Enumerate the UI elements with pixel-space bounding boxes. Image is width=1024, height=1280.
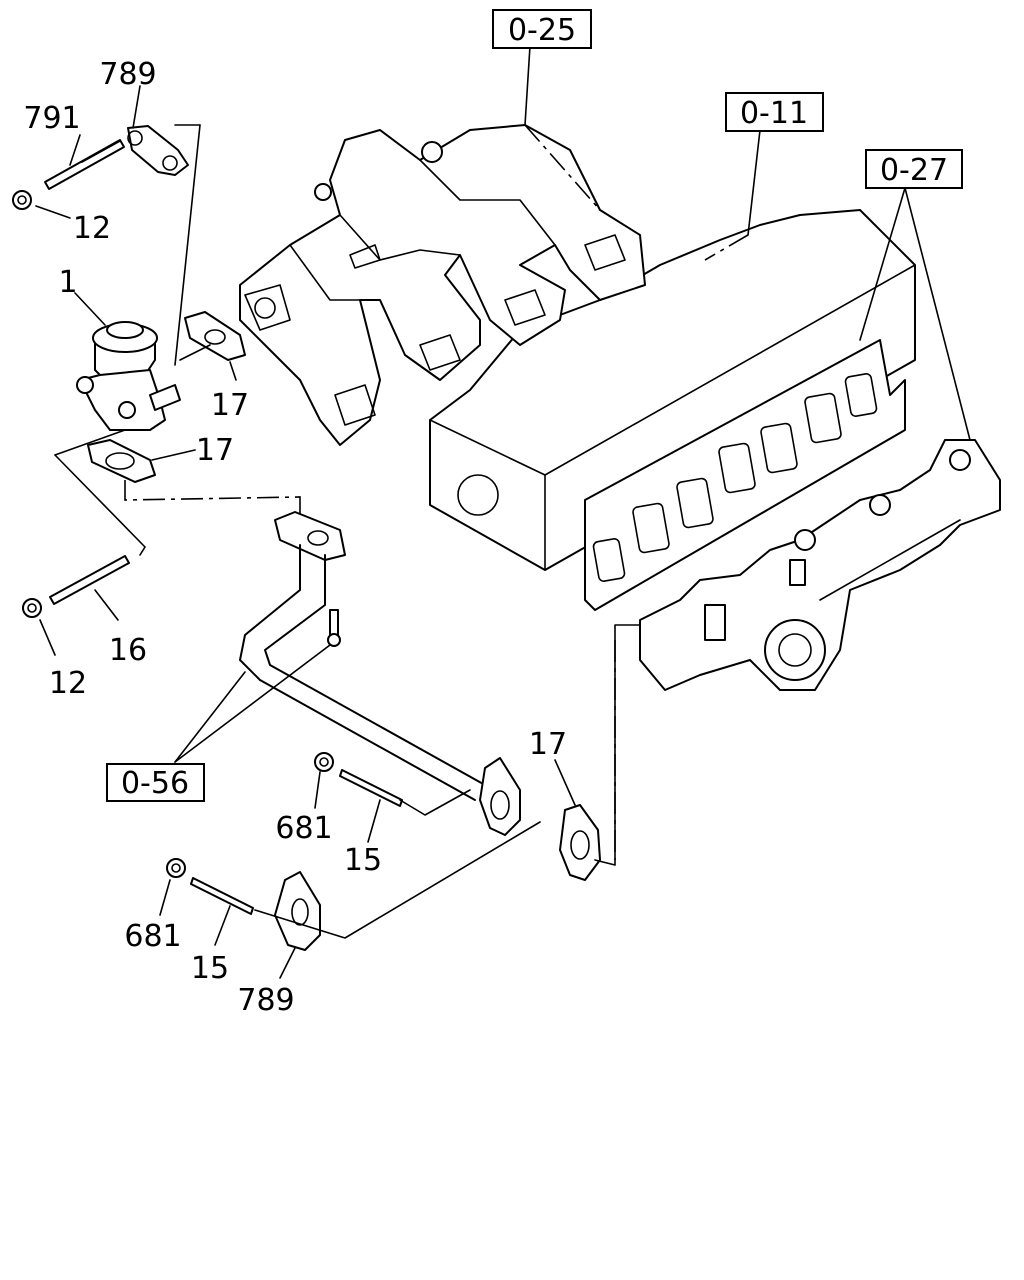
label-15-a: 15 (344, 843, 382, 878)
label-12-bottom: 12 (49, 666, 87, 701)
ref-0-25: 0-25 (492, 9, 592, 49)
ref-0-11: 0-11 (725, 92, 824, 132)
label-789-top: 789 (99, 57, 156, 92)
gasket-17-b (87, 439, 156, 483)
intake-manifold (239, 124, 646, 446)
gasket-17-c (559, 804, 601, 881)
label-681-b: 681 (124, 919, 181, 954)
label-15-b: 15 (191, 951, 229, 986)
egr-valve (76, 321, 181, 431)
ref-label: 0-25 (508, 13, 576, 48)
flange-789-bottom (274, 871, 321, 951)
stud-15-b (190, 877, 254, 915)
label-16: 16 (109, 633, 147, 668)
nut-12-bottom (22, 598, 42, 618)
ref-label: 0-11 (740, 96, 808, 131)
ref-label: 0-56 (121, 766, 189, 801)
leader-lines (35, 45, 971, 979)
nut-12-top (12, 190, 32, 210)
label-791: 791 (23, 101, 80, 136)
flange-789-top (127, 125, 189, 176)
gasket-17-a (184, 311, 246, 361)
label-789-bottom: 789 (237, 983, 294, 1018)
ref-label: 0-27 (880, 153, 948, 188)
ref-0-27: 0-27 (865, 149, 963, 189)
ref-0-56: 0-56 (106, 763, 205, 802)
egr-pipe (239, 511, 521, 836)
label-681-a: 681 (275, 811, 332, 846)
label-17-a: 17 (211, 388, 249, 423)
stud-15-a (339, 769, 403, 807)
label-17-c: 17 (529, 727, 567, 762)
nut-681-b (166, 858, 186, 878)
label-17-b: 17 (196, 433, 234, 468)
exhaust-manifold (639, 439, 1001, 691)
label-1: 1 (58, 265, 77, 300)
part-labels: 789 791 12 1 17 17 16 12 17 681 15 681 1… (23, 57, 567, 1018)
nut-681-a (314, 752, 334, 772)
manifold-gasket (584, 339, 906, 611)
label-12-top: 12 (73, 211, 111, 246)
stud-16 (49, 555, 130, 605)
bolt-791 (44, 139, 125, 190)
